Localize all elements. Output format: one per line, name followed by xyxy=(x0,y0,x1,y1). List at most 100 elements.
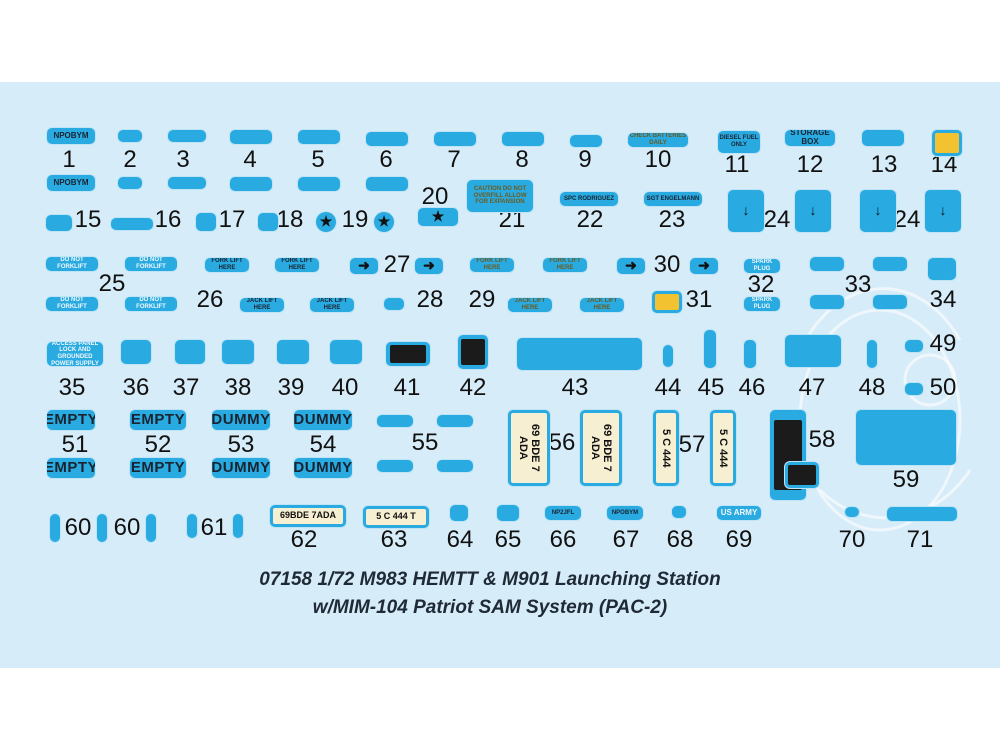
decal-text: 5 C 444 T xyxy=(376,511,416,522)
decal-text: FORK LIFT HERE xyxy=(476,258,508,271)
marking-decal xyxy=(366,132,408,146)
decal-text: JACK LIFT HERE xyxy=(246,298,278,311)
decal-number-label: 27 xyxy=(383,251,411,278)
marking-decal xyxy=(744,340,756,368)
dnf-decal: DO NOT FORKLIFT xyxy=(125,257,177,271)
decal-text: FORK LIFT HERE xyxy=(211,258,243,271)
decal-text: STORAGE BOX xyxy=(790,130,830,146)
star-decal: ★ xyxy=(374,212,394,232)
decal-number-label: 44 xyxy=(654,374,682,401)
arrow-right-decal: ➜ xyxy=(617,258,645,274)
decal-number-label: 70 xyxy=(838,526,866,553)
decal-number-label: 7 xyxy=(447,146,461,173)
decal-number-label: 48 xyxy=(858,374,886,401)
decal-text: DO NOT FORKLIFT xyxy=(136,257,166,270)
decal-text: 5 C 444 xyxy=(717,428,730,468)
decal-number-label: 47 xyxy=(798,374,826,401)
caution-decal: CAUTION DO NOT OVERFILL ALLOW FOR EXPANS… xyxy=(467,180,533,212)
decal-number-label: 29 xyxy=(468,286,496,313)
bde62-decal: 69BDE 7ADA xyxy=(270,505,346,527)
decal-number-label: 37 xyxy=(172,374,200,401)
marking-decal xyxy=(258,213,278,231)
decal-number-label: 52 xyxy=(144,431,172,458)
spark-decal: SPARK PLUG xyxy=(744,259,780,273)
marking-decal xyxy=(230,130,272,144)
marking-decal xyxy=(502,132,544,146)
marking-decal xyxy=(146,514,156,542)
marking-decal xyxy=(50,514,60,542)
decal-inner xyxy=(461,338,485,366)
marking-decal xyxy=(168,177,206,189)
decal-text: DO NOT FORKLIFT xyxy=(136,297,166,310)
decal-text: ➜ xyxy=(698,258,710,274)
bde-decal: 69 BDE 7 ADA xyxy=(580,410,622,486)
decal-sheet-background xyxy=(0,82,1000,668)
decal-text: NPOBYM xyxy=(611,509,639,516)
decal-number-label: 30 xyxy=(653,251,681,278)
empty-decal: EMPTY xyxy=(47,458,95,478)
marking-decal xyxy=(222,340,254,364)
marking-decal xyxy=(785,335,841,367)
decal-text: ★ xyxy=(319,213,333,230)
marking-decal xyxy=(867,340,877,368)
decal-number-label: 39 xyxy=(277,374,305,401)
jack-decal: JACK LIFT HERE xyxy=(310,298,354,312)
npobym-decal: NPOBYM xyxy=(47,175,95,191)
decal-number-label: 54 xyxy=(309,431,337,458)
access-decal: ACCESS PANEL LOCK AND GROUNDED POWER SUP… xyxy=(47,342,103,366)
decal-number-label: 41 xyxy=(393,374,421,401)
decal-number-label: 34 xyxy=(929,286,957,313)
decal-text: EMPTY xyxy=(130,410,186,428)
decal-inner xyxy=(935,133,959,153)
decal-inner xyxy=(655,294,679,310)
decal-text: SPARK PLUG xyxy=(751,259,773,272)
decal-number-label: 24 xyxy=(893,206,921,233)
arrow-right-decal: ➜ xyxy=(690,258,718,274)
decal-text: US ARMY xyxy=(720,507,758,517)
decal-text: SPC RODRIGUEZ xyxy=(563,195,614,202)
spark-decal: SPARK PLUG xyxy=(744,297,780,311)
sc444-decal: 5 C 444 xyxy=(710,410,736,486)
diesel-decal: DIESEL FUEL ONLY xyxy=(718,131,760,153)
marking-decal xyxy=(298,177,340,191)
marking-decal xyxy=(366,177,408,191)
marking-decal xyxy=(277,340,309,364)
marking-decal xyxy=(46,215,72,231)
decal-text: EMPTY xyxy=(47,458,95,476)
decal-number-label: 36 xyxy=(122,374,150,401)
decal-text: SPARK PLUG xyxy=(751,297,773,310)
dnf-decal: DO NOT FORKLIFT xyxy=(46,297,98,311)
decal-number-label: 65 xyxy=(494,526,522,553)
marking-decal xyxy=(121,340,151,364)
marking-decal xyxy=(873,257,907,271)
arrow-down-decal: ↓ xyxy=(925,190,961,232)
decal-number-label: 68 xyxy=(666,526,694,553)
dummy-decal: DUMMY xyxy=(294,410,352,430)
decal-text: NPOBYM xyxy=(53,177,89,187)
decal-text: ★ xyxy=(431,208,445,225)
marking-decal xyxy=(384,298,404,310)
decal-number-label: 63 xyxy=(380,526,408,553)
decal-text: DUMMY xyxy=(294,410,352,428)
decal-number-label: 57 xyxy=(678,431,706,458)
decal-text: FORK LIFT HERE xyxy=(549,258,581,271)
star-decal: ★ xyxy=(418,208,458,226)
decal-number-label: 32 xyxy=(747,271,775,298)
decal-number-label: 33 xyxy=(844,271,872,298)
marking-decal xyxy=(932,130,962,156)
marking-decal xyxy=(928,258,956,280)
decal-text: NPOBYM xyxy=(53,130,89,140)
decal-text: DUMMY xyxy=(212,458,270,476)
decal-number-label: 59 xyxy=(892,466,920,493)
decal-text: NP2JFL xyxy=(551,509,575,516)
arrow-right-decal: ➜ xyxy=(415,258,443,274)
marking-decal xyxy=(856,410,956,465)
decal-number-label: 58 xyxy=(808,426,836,453)
decal-number-label: 53 xyxy=(227,431,255,458)
dnf-decal: DO NOT FORKLIFT xyxy=(46,257,98,271)
empty-decal: EMPTY xyxy=(47,410,95,430)
decal-number-label: 45 xyxy=(697,374,725,401)
decal-number-label: 14 xyxy=(930,151,958,178)
decal-number-label: 13 xyxy=(870,151,898,178)
decal-text: DIESEL FUEL ONLY xyxy=(719,135,759,148)
